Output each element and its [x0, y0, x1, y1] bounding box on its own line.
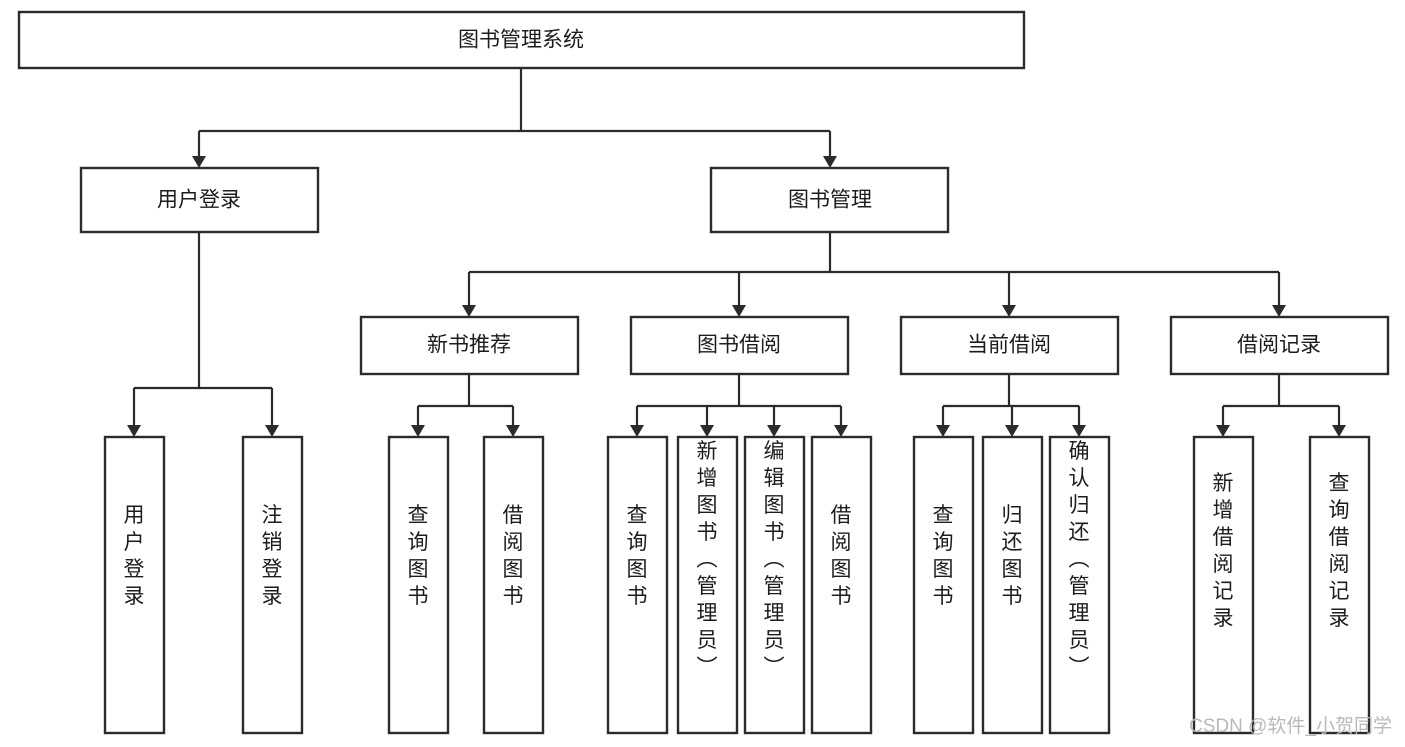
arrow-to-book-borrow — [732, 305, 746, 317]
node-leaf-edit-book-box[interactable] — [743, 435, 806, 735]
node-leaf-return-book-label: 归还图书 — [1002, 504, 1023, 608]
node-leaf-user-logout-box[interactable] — [241, 435, 304, 735]
node-leaf-query-book-2[interactable]: 查询图书 — [606, 435, 669, 735]
node-book-manage-box[interactable] — [709, 166, 950, 234]
node-book-borrow[interactable]: 图书借阅 — [629, 315, 850, 376]
node-root-label: 图书管理系统 — [458, 29, 584, 52]
arrow-root-to-user-login — [192, 156, 206, 168]
node-leaf-user-login-label: 用户登录 — [124, 504, 145, 608]
node-root[interactable]: 图书管理系统 — [17, 10, 1026, 70]
node-new-book-rec-box[interactable] — [359, 315, 580, 376]
node-leaf-borrow-book-2-box[interactable] — [810, 435, 873, 735]
arrow-root-to-book-manage — [823, 156, 837, 168]
node-user-login-box[interactable] — [79, 166, 320, 234]
node-leaf-add-record[interactable]: 新增借阅记录 — [1192, 435, 1255, 735]
arrow-to-leaf-query-record — [1332, 425, 1346, 437]
node-leaf-add-record-label: 新增借阅记录 — [1213, 472, 1234, 630]
arrow-to-new-book-rec — [462, 305, 476, 317]
node-borrow-record-box[interactable] — [1169, 315, 1390, 376]
node-leaf-query-book-3[interactable]: 查询图书 — [912, 435, 975, 735]
arrow-to-leaf-query-book-3 — [936, 425, 950, 437]
arrow-to-leaf-return-book — [1005, 425, 1019, 437]
arrow-to-leaf-query-book-1 — [411, 425, 425, 437]
node-book-borrow-box[interactable] — [629, 315, 850, 376]
node-leaf-borrow-book-1-box[interactable] — [482, 435, 545, 735]
node-leaf-borrow-book-1[interactable]: 借阅图书 — [482, 435, 545, 735]
node-leaf-add-record-box[interactable] — [1192, 435, 1255, 735]
node-root-box[interactable] — [17, 10, 1026, 70]
node-leaf-add-book-box[interactable] — [676, 435, 739, 735]
node-leaf-query-book-2-label: 查询图书 — [627, 504, 648, 608]
node-leaf-add-book[interactable]: 新增图书︵管理员︶ — [676, 435, 739, 735]
node-leaf-query-record-box[interactable] — [1308, 435, 1371, 735]
node-leaf-add-book-label: 新增图书︵管理员︶ — [697, 440, 718, 679]
node-leaf-return-book[interactable]: 归还图书 — [981, 435, 1044, 735]
node-borrow-record[interactable]: 借阅记录 — [1169, 315, 1390, 376]
arrow-to-leaf-borrow-book-1 — [506, 425, 520, 437]
node-leaf-edit-book[interactable]: 编辑图书︵管理员︶ — [743, 435, 806, 735]
node-user-login-label: 用户登录 — [157, 189, 241, 212]
node-leaf-user-login[interactable]: 用户登录 — [103, 435, 166, 735]
node-leaf-query-book-1-label: 查询图书 — [408, 504, 429, 608]
arrow-to-leaf-user-logout — [265, 425, 279, 437]
arrow-to-leaf-add-book — [700, 425, 714, 437]
node-leaf-user-logout[interactable]: 注销登录 — [241, 435, 304, 735]
watermark-label: CSDN @软件_小贺同学 — [1189, 715, 1392, 737]
node-leaf-return-book-box[interactable] — [981, 435, 1044, 735]
node-book-borrow-label: 图书借阅 — [697, 334, 781, 357]
node-current-borrow-label: 当前借阅 — [967, 334, 1051, 357]
arrow-to-leaf-user-login — [127, 425, 141, 437]
node-leaf-query-book-3-box[interactable] — [912, 435, 975, 735]
node-leaf-borrow-book-2-label: 借阅图书 — [831, 504, 852, 608]
node-user-login[interactable]: 用户登录 — [79, 166, 320, 234]
node-current-borrow-box[interactable] — [899, 315, 1120, 376]
node-leaf-query-book-2-box[interactable] — [606, 435, 669, 735]
arrow-to-borrow-record — [1272, 305, 1286, 317]
node-leaf-query-record-label: 查询借阅记录 — [1329, 472, 1350, 630]
node-leaf-query-book-3-label: 查询图书 — [933, 504, 954, 608]
node-leaf-borrow-book-1-label: 借阅图书 — [503, 504, 524, 608]
arrow-to-current-borrow — [1002, 305, 1016, 317]
node-leaf-borrow-book-2[interactable]: 借阅图书 — [810, 435, 873, 735]
arrow-to-leaf-borrow-book-2 — [834, 425, 848, 437]
node-leaf-confirm-return[interactable]: 确认归还︵管理员︶ — [1048, 435, 1111, 735]
arrow-to-leaf-confirm-return — [1072, 425, 1086, 437]
node-leaf-user-login-box[interactable] — [103, 435, 166, 735]
node-leaf-confirm-return-box[interactable] — [1048, 435, 1111, 735]
node-leaf-user-logout-label: 注销登录 — [262, 504, 283, 608]
arrow-to-leaf-edit-book — [767, 425, 781, 437]
node-leaf-query-book-1[interactable]: 查询图书 — [387, 435, 450, 735]
node-book-manage[interactable]: 图书管理 — [709, 166, 950, 234]
connector-layer — [127, 68, 1346, 437]
node-book-manage-label: 图书管理 — [788, 189, 872, 212]
node-current-borrow[interactable]: 当前借阅 — [899, 315, 1120, 376]
node-new-book-rec[interactable]: 新书推荐 — [359, 315, 580, 376]
node-leaf-query-book-1-box[interactable] — [387, 435, 450, 735]
node-leaf-query-record[interactable]: 查询借阅记录 — [1308, 435, 1371, 735]
node-new-book-rec-label: 新书推荐 — [427, 334, 511, 357]
node-borrow-record-label: 借阅记录 — [1237, 334, 1321, 357]
node-leaf-confirm-return-label: 确认归还︵管理员︶ — [1069, 440, 1090, 679]
arrow-to-leaf-query-book-2 — [630, 425, 644, 437]
arrow-to-leaf-add-record — [1216, 425, 1230, 437]
node-leaf-edit-book-label: 编辑图书︵管理员︶ — [764, 440, 785, 679]
